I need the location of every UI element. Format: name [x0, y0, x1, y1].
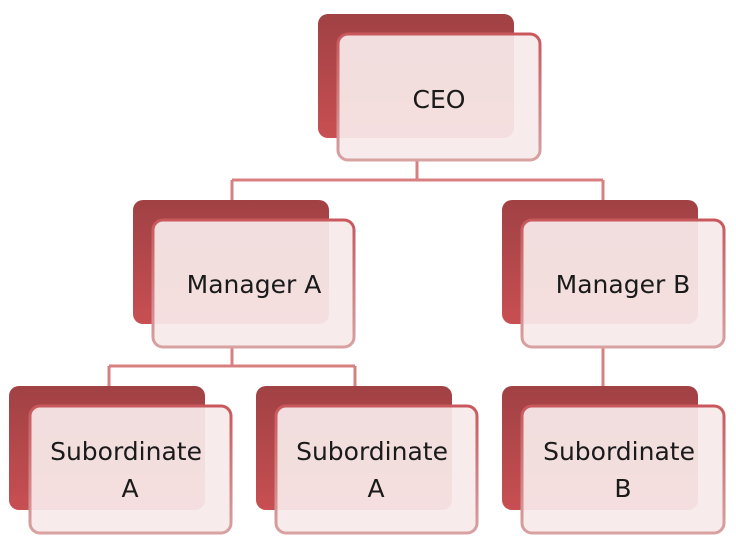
manager-b-node-box	[520, 218, 726, 349]
ceo-node: CEO	[318, 14, 542, 162]
subordinate-a-2-label: Subordinate A	[296, 437, 456, 503]
subordinate-b-node-box	[520, 404, 726, 535]
manager-a-label: Manager A	[187, 270, 322, 299]
manager-b-label: Manager B	[556, 270, 691, 299]
subordinate-a-node-1-box	[28, 404, 233, 535]
ceo-label: CEO	[413, 85, 466, 114]
connector-ceo-managers	[230, 161, 605, 200]
connector-manager-a-subordinates	[107, 347, 357, 386]
ceo-node-box	[336, 32, 542, 162]
subordinate-a-node-2-box	[274, 404, 479, 535]
subordinate-a-node-1: Subordinate A	[9, 386, 233, 535]
manager-a-node: Manager A	[133, 200, 356, 349]
subordinate-a-node-2: Subordinate A	[256, 386, 479, 535]
connectors	[107, 161, 605, 386]
subordinate-a-1-label: Subordinate A	[50, 437, 210, 503]
subordinate-b-label: Subordinate B	[543, 437, 703, 503]
manager-b-node: Manager B	[502, 200, 726, 349]
manager-a-node-box	[151, 218, 356, 349]
subordinate-b-node: Subordinate B	[502, 386, 726, 535]
